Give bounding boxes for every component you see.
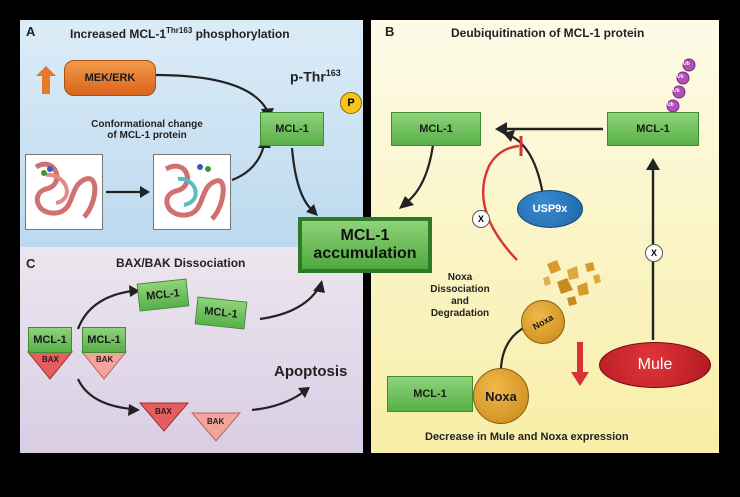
mcl1-node-b-bottom: MCL-1 bbox=[387, 376, 473, 412]
p-thr-main: p-Thr bbox=[290, 68, 326, 85]
mcl1-node-a: MCL-1 bbox=[260, 112, 324, 146]
bak-label-free: BAK bbox=[207, 417, 225, 426]
apoptosis-label: Apoptosis bbox=[274, 363, 348, 380]
mcl1-node-c2: MCL-1 bbox=[194, 296, 248, 330]
mcl1-label: MCL-1 bbox=[33, 334, 67, 346]
ub-label-4: Ub bbox=[683, 61, 690, 67]
phosphate-badge-label: P bbox=[347, 97, 355, 109]
panel-c: C BAX/BAK Dissociation MCL-1 MCL-1 MCL-1… bbox=[20, 247, 363, 453]
accumulation-line-2: accumulation bbox=[313, 245, 417, 262]
panel-a-title-sup: Thr163 bbox=[166, 26, 193, 35]
noxa-big-node: Noxa bbox=[473, 368, 529, 424]
mcl1-node-c1: MCL-1 bbox=[136, 278, 190, 312]
panel-a-title-main: Increased MCL-1 bbox=[70, 27, 167, 41]
mek-erk-label: MEK/ERK bbox=[84, 72, 136, 84]
panel-a-letter: A bbox=[26, 24, 36, 39]
mcl1-label: MCL-1 bbox=[636, 123, 670, 135]
panel-c-letter: C bbox=[26, 256, 36, 271]
panel-b-letter: B bbox=[385, 24, 395, 39]
phosphate-badge-icon: P bbox=[340, 92, 362, 114]
noxa-degradation-note: Noxa Dissociation and Degradation bbox=[415, 272, 505, 320]
noxa-small-label: Noxa bbox=[530, 312, 556, 332]
panel-b-arrows bbox=[399, 58, 696, 386]
conformational-line-2: of MCL-1 protein bbox=[107, 130, 187, 141]
protein-structure-before bbox=[25, 154, 103, 230]
bak-label-bound: BAK bbox=[96, 355, 114, 364]
panel-c-arrows bbox=[26, 280, 325, 442]
mule-label: Mule bbox=[637, 356, 673, 373]
noxa-note-line-1: Noxa bbox=[447, 272, 473, 283]
panel-a-title: Increased MCL-1Thr163 phosphorylation bbox=[70, 26, 290, 41]
protein-ribbon-icon bbox=[164, 163, 226, 221]
mcl1-label: MCL-1 bbox=[87, 334, 121, 346]
decrease-arrow-icon bbox=[571, 342, 589, 386]
noxa-small-node: Noxa bbox=[521, 300, 565, 344]
mcl1-node-c3: MCL-1 bbox=[28, 327, 72, 353]
conformational-label: Conformational change of MCL-1 protein bbox=[84, 119, 210, 141]
panel-c-title: BAX/BAK Dissociation bbox=[116, 256, 246, 270]
mcl1-node-c4: MCL-1 bbox=[82, 327, 126, 353]
accumulation-line-1: MCL-1 bbox=[340, 227, 390, 244]
x-mark-icon: X bbox=[472, 210, 490, 228]
panel-b-footer: Decrease in Mule and Noxa expression bbox=[425, 431, 629, 443]
protein-structure-after bbox=[153, 154, 231, 230]
noxa-big-label: Noxa bbox=[485, 388, 517, 404]
p-thr163-label: p-Thr163 bbox=[290, 68, 341, 85]
mek-erk-node: MEK/ERK bbox=[64, 60, 156, 96]
mule-node: Mule bbox=[599, 342, 711, 388]
noxa-note-line-2: Dissociation bbox=[430, 284, 490, 295]
mcl1-accumulation-node: MCL-1 accumulation bbox=[298, 217, 432, 273]
mcl1-label: MCL-1 bbox=[145, 287, 181, 303]
protein-ribbon-icon bbox=[34, 161, 98, 219]
x-mark-label: X bbox=[650, 248, 657, 258]
panel-b-title: Deubiquitination of MCL-1 protein bbox=[451, 26, 645, 40]
ub-label-2: Ub bbox=[673, 88, 680, 94]
bax-label-bound: BAX bbox=[42, 355, 59, 364]
noxa-note-line-3: and bbox=[451, 296, 469, 307]
usp9x-node: USP9x bbox=[517, 190, 583, 228]
mcl1-label: MCL-1 bbox=[413, 388, 447, 400]
panel-a-title-end: phosphorylation bbox=[192, 27, 290, 41]
usp9x-label: USP9x bbox=[532, 203, 568, 215]
noxa-note-line-4: Degradation bbox=[430, 308, 490, 319]
conformational-line-1: Conformational change bbox=[91, 119, 203, 130]
panel-a: A Increased MCL-1Thr163 phosphorylation … bbox=[20, 20, 363, 247]
mcl1-node-b-left: MCL-1 bbox=[391, 112, 481, 146]
x-mark-icon: X bbox=[645, 244, 663, 262]
mcl1-node-b-right: MCL-1 bbox=[607, 112, 699, 146]
x-mark-label: X bbox=[477, 214, 484, 224]
mcl1-label: MCL-1 bbox=[419, 123, 453, 135]
ub-label-1: Ub bbox=[667, 102, 674, 108]
mcl1-label: MCL-1 bbox=[203, 305, 239, 321]
ub-label-3: Ub bbox=[677, 74, 684, 80]
bax-label-free: BAX bbox=[155, 407, 172, 416]
mcl1-label: MCL-1 bbox=[275, 123, 309, 135]
p-thr-sup: 163 bbox=[325, 68, 341, 78]
increase-arrow-icon bbox=[36, 66, 56, 94]
